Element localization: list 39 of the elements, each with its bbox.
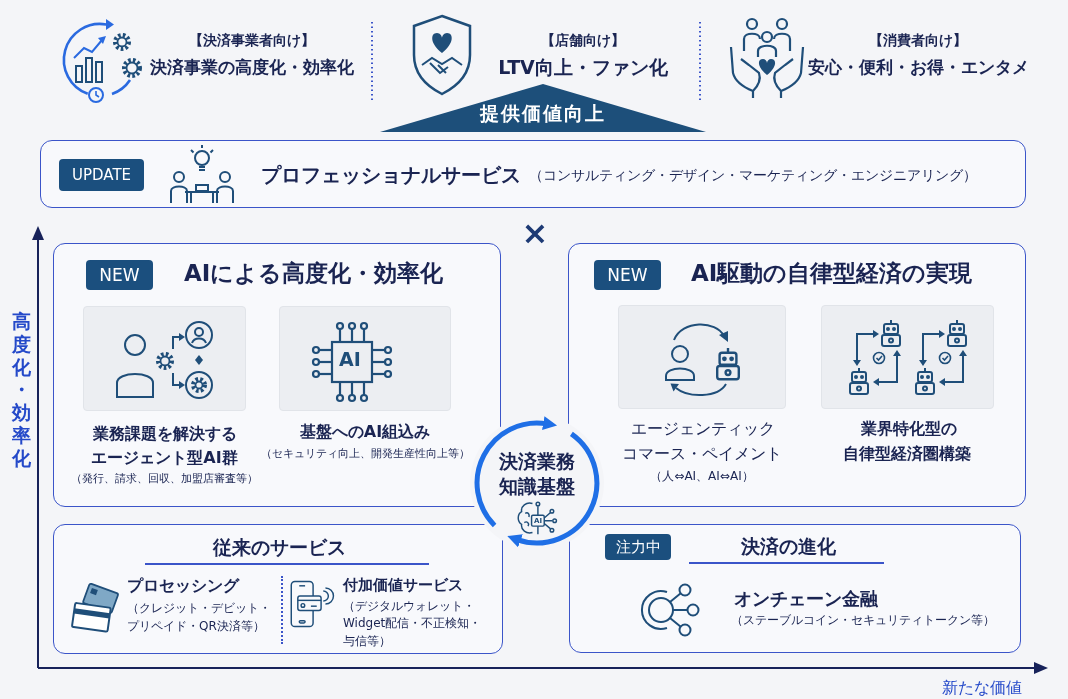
audience-heading: 【消費者向け】 — [869, 33, 967, 49]
item-title: プロセッシング — [127, 576, 239, 597]
card-title: エージェンティックコマース・ペイメント — [621, 418, 783, 465]
section-panel — [53, 524, 503, 654]
audience-heading: 【決済事業者向け】 — [189, 33, 315, 49]
item-title: オンチェーン金融 — [734, 587, 878, 611]
triangle-banner — [380, 84, 706, 132]
card-title: 業界特化型の自律型経済圏構築 — [843, 418, 972, 465]
panel-title: プロフェッショナルサービス — [261, 162, 521, 188]
panel-title: AI駆動の自律型経済の実現 — [691, 259, 973, 288]
item-note: （ステーブルコイン・セキュリティトークン等） — [731, 613, 995, 629]
label-tag: NEW — [594, 260, 661, 290]
value-statement: 決済事業の高度化・効率化 — [150, 58, 354, 78]
panel-subtitle: （コンサルティング・デザイン・マーケティング・エンジニアリング） — [529, 166, 977, 185]
panel-title: AIによる高度化・効率化 — [184, 259, 444, 288]
label-tag: NEW — [86, 260, 153, 290]
panel-title: 従来のサービス — [212, 535, 346, 560]
label-tag: 注力中 — [605, 534, 671, 560]
axis-label: 高度化・効率化 — [11, 310, 31, 470]
card-note: （発行、請求、回収、加盟店審査等） — [71, 472, 258, 487]
card-note: （セキュリティ向上、開発生産性向上等） — [260, 447, 470, 462]
value-statement: 安心・便利・お得・エンタメ — [807, 58, 1029, 78]
circle-title: 決済業務知識基盤 — [498, 449, 576, 499]
section-panel — [53, 243, 501, 507]
item-title: 付加価値サービス — [343, 576, 463, 596]
item-note: （クレジット・デビット・プリペイド・QR決済等） — [127, 600, 272, 635]
panel-title: 決済の進化 — [740, 534, 836, 559]
section-panel — [569, 524, 1021, 653]
card-note: （人⇔AI、AI⇔AI） — [650, 469, 754, 485]
label-tag: UPDATE — [59, 159, 144, 191]
multiply-sign: × — [521, 214, 549, 252]
audience-heading: 【店舗向け】 — [541, 33, 625, 49]
chip-text: AI — [339, 349, 361, 371]
axis-label: 新たな価値 — [942, 678, 1022, 698]
section-panel — [40, 140, 1026, 208]
card-title: 業務課題を解決するエージェント型AI群 — [90, 423, 239, 469]
banner-text: 提供価値向上 — [480, 101, 606, 126]
item-note: （デジタルウォレット・Widget配信・不正検知・与信等） — [343, 598, 483, 650]
card-title: 基盤へのAI組込み — [299, 422, 431, 443]
